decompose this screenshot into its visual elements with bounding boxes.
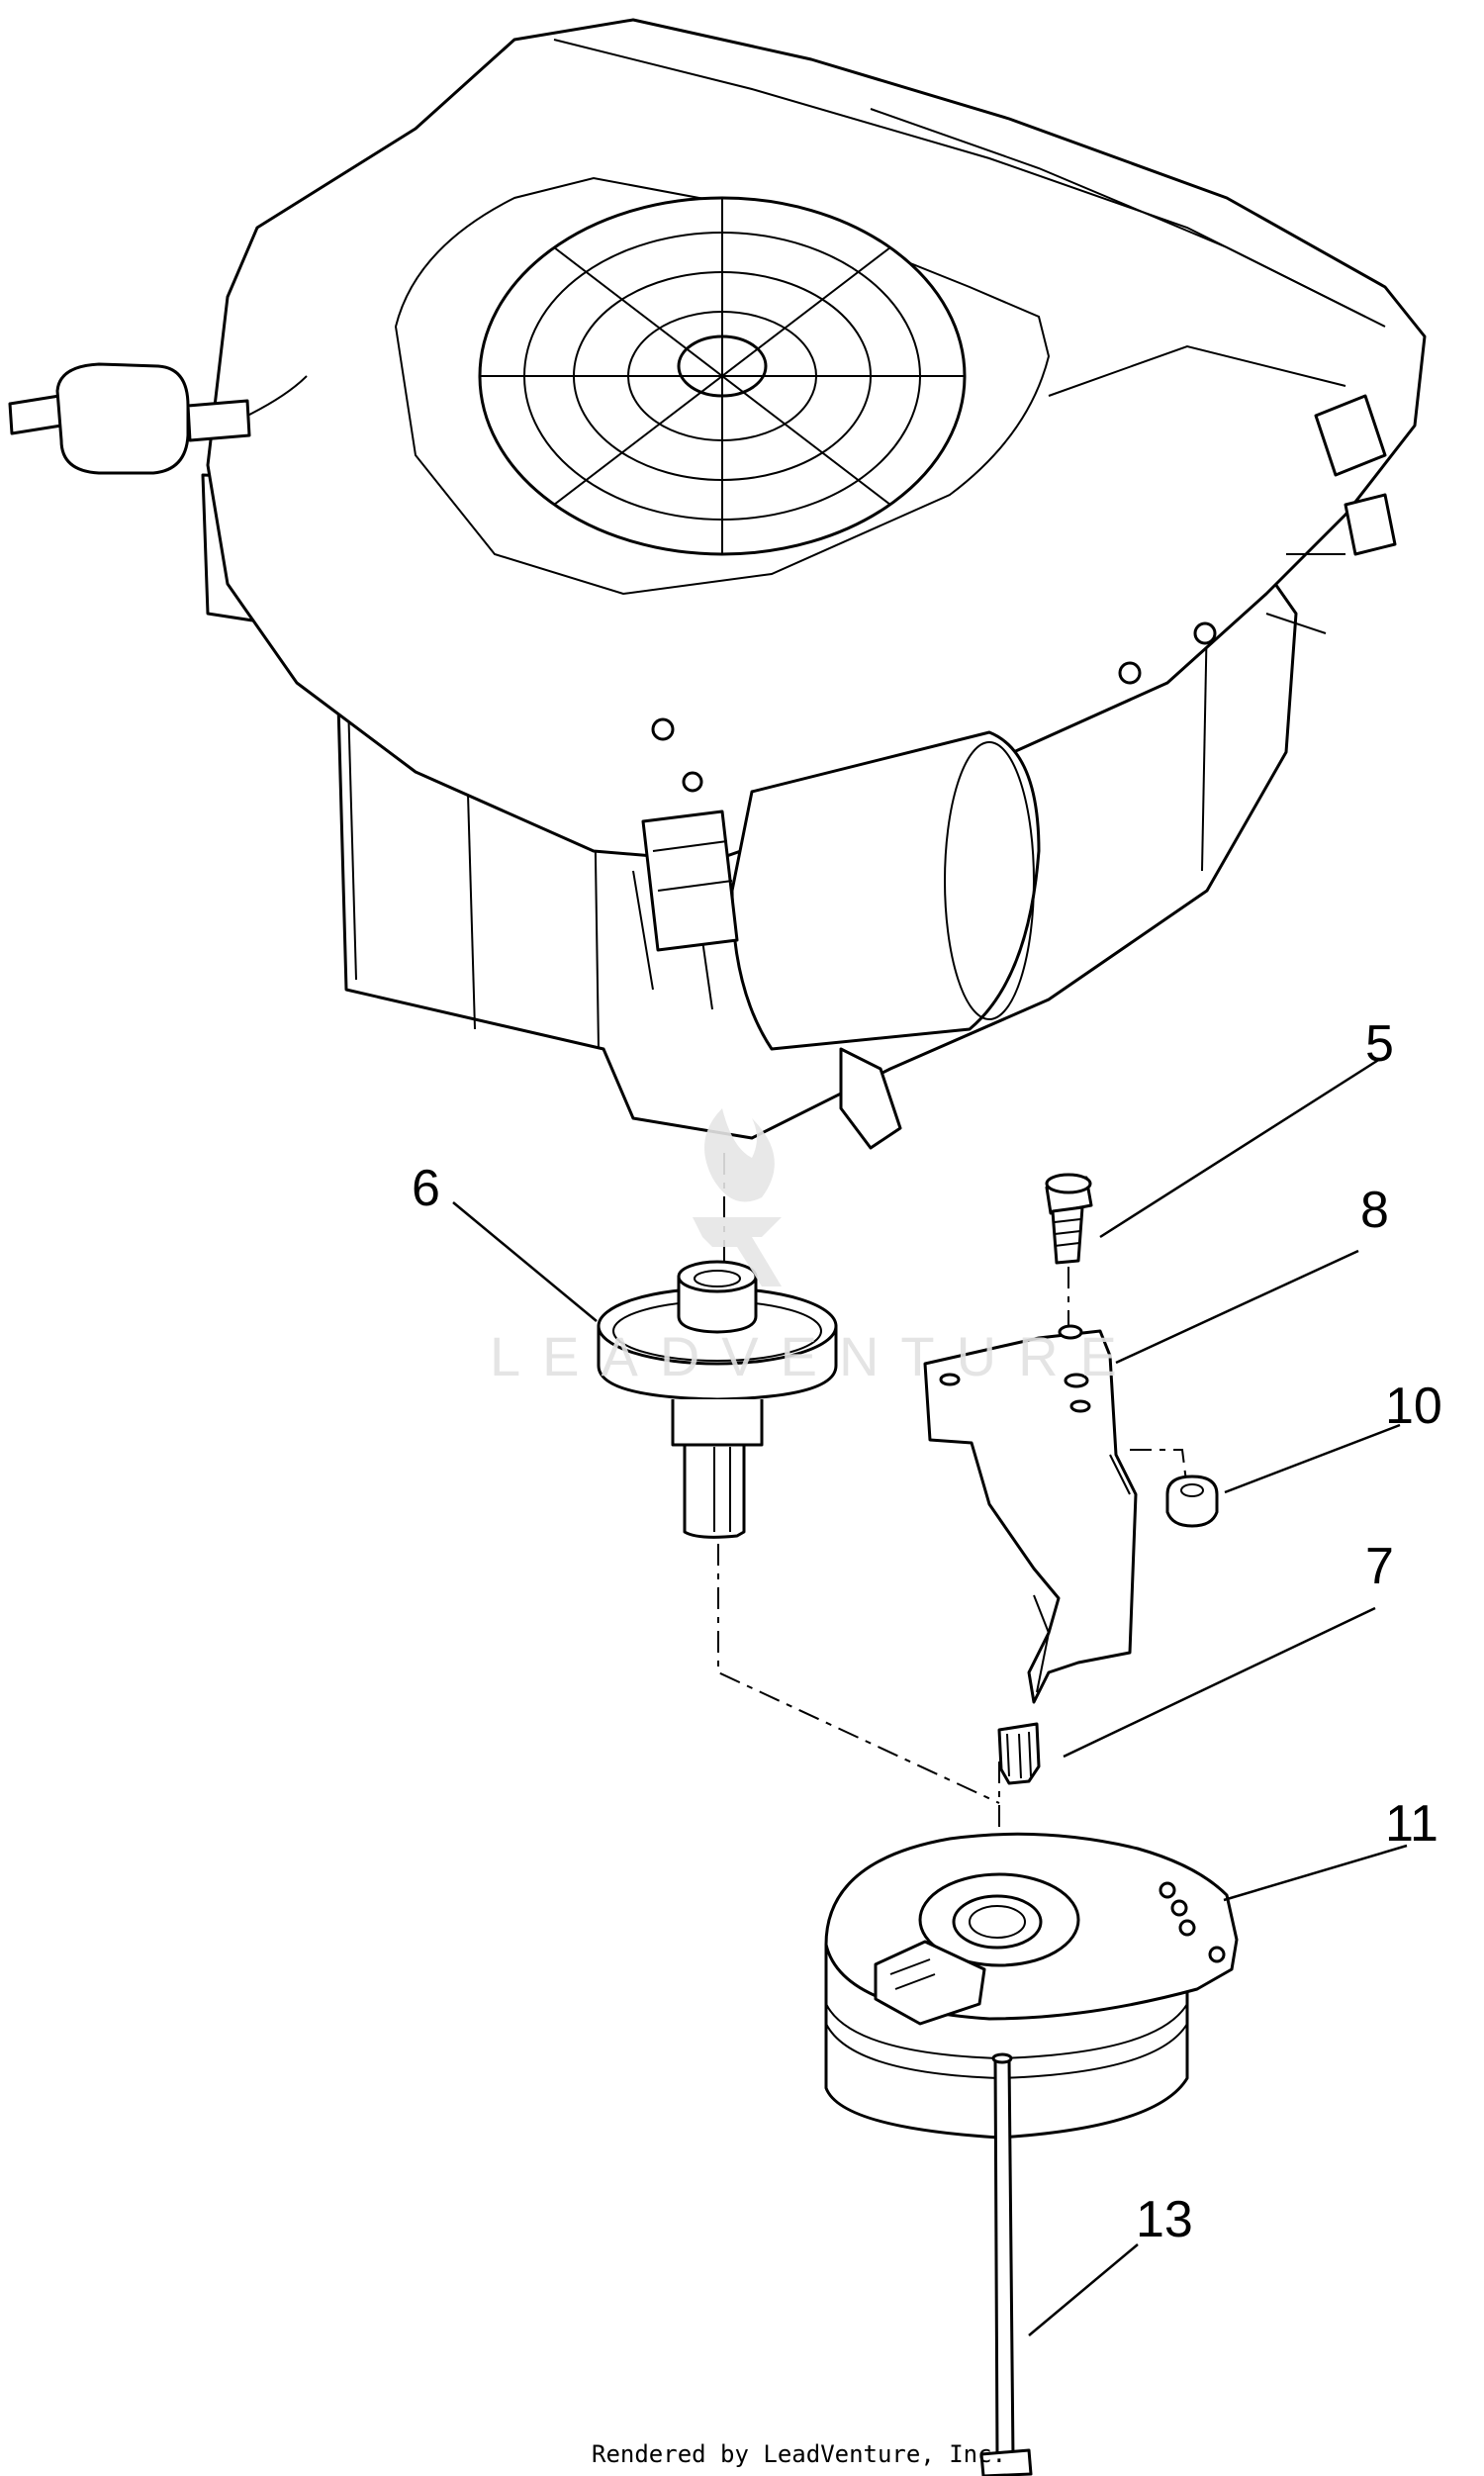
part-5-bolt	[1045, 1173, 1093, 1265]
callout-10: 10	[1385, 1378, 1442, 1435]
part-13-long-bolt	[979, 2052, 1033, 2476]
engine-assembly	[8, 18, 1427, 1150]
callout-5: 5	[1365, 1015, 1394, 1073]
part-6-pulley	[597, 1260, 838, 1539]
callout-8: 8	[1360, 1182, 1389, 1239]
callout-13: 13	[1136, 2191, 1193, 2248]
callout-6: 6	[412, 1160, 440, 1217]
leader-lines	[452, 1057, 1408, 2336]
callout-labels: 5 6 8 10 7 11 13	[412, 1015, 1442, 2248]
part-8-bracket	[923, 1324, 1138, 1704]
part-7-key	[997, 1722, 1041, 1785]
callout-11: 11	[1385, 1795, 1438, 1853]
callout-7: 7	[1365, 1538, 1394, 1595]
watermark: LEADVENTURE	[490, 1108, 1139, 1387]
part-10-flange-nut	[1165, 1475, 1219, 1528]
part-11-electric-clutch	[824, 1832, 1239, 2140]
render-credit: Rendered by LeadVenture, Inc.	[592, 2440, 1006, 2468]
watermark-text: LEADVENTURE	[490, 1325, 1139, 1387]
